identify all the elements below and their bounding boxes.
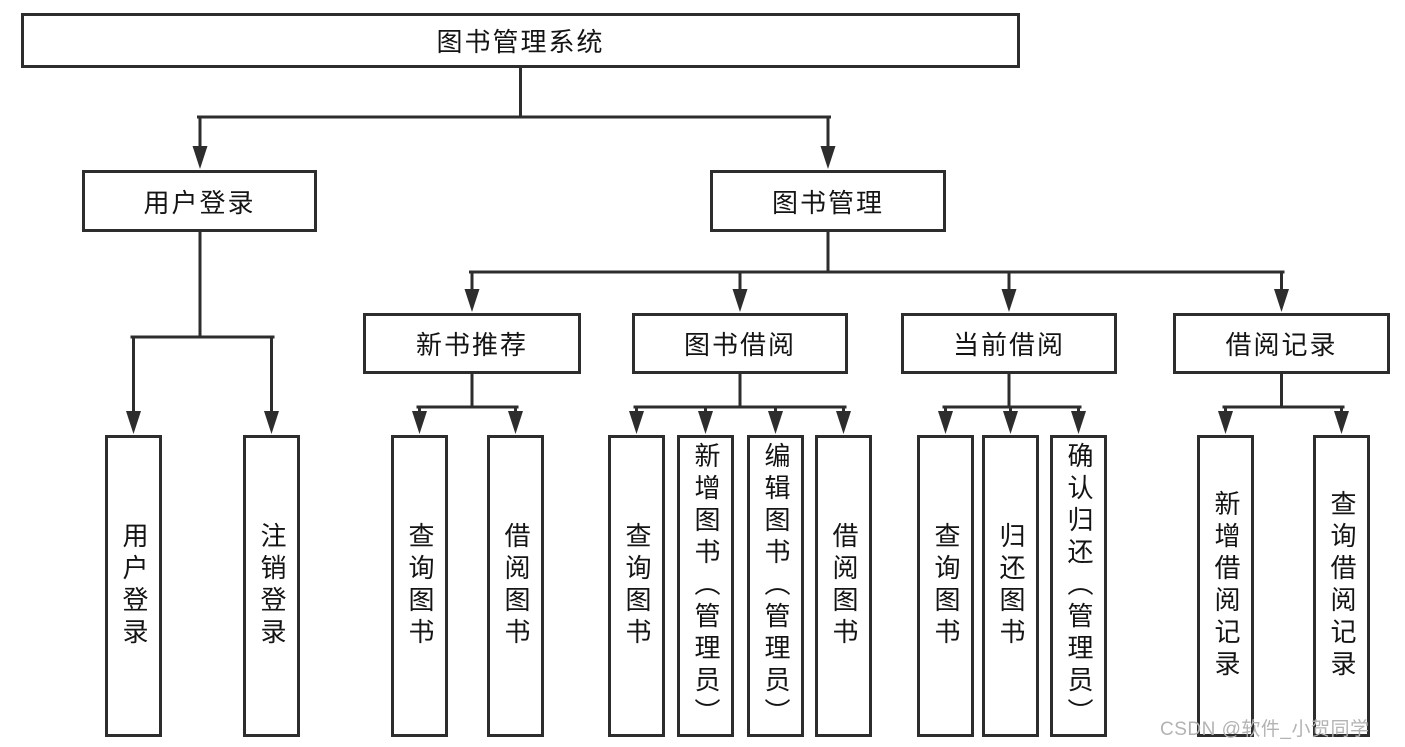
node-book-management: 图书管理 <box>710 170 946 232</box>
leaf-query-books-recommend: 查询图书 <box>391 435 448 737</box>
csdn-watermark: CSDN @软件_小贺同学 <box>1160 719 1370 740</box>
leaf-user-login-label: 用户登录 <box>119 522 149 650</box>
node-root-label: 图书管理系统 <box>436 27 605 57</box>
node-user-login-label: 用户登录 <box>143 187 256 218</box>
leaf-borrow-books-label: 借阅图书 <box>829 522 859 650</box>
leaf-return-books-label: 归还图书 <box>996 522 1026 650</box>
leaf-query-books-recommend-label: 查询图书 <box>405 522 435 650</box>
leaf-borrow-books-recommend-label: 借阅图书 <box>501 522 531 650</box>
node-current-borrow: 当前借阅 <box>901 313 1117 374</box>
arrowheads <box>126 146 1349 434</box>
leaf-return-books: 归还图书 <box>982 435 1039 737</box>
leaf-logout-login: 注销登录 <box>243 435 300 737</box>
leaf-query-borrow-record-label: 查询借阅记录 <box>1327 490 1357 682</box>
leaf-add-books-admin: 新增图书（管理员） <box>677 435 734 737</box>
leaf-query-borrow-record: 查询借阅记录 <box>1313 435 1370 737</box>
node-book-management-label: 图书管理 <box>771 187 884 218</box>
leaf-user-login: 用户登录 <box>105 435 162 737</box>
node-borrow-records-label: 借阅记录 <box>1225 330 1338 360</box>
node-book-borrow-label: 图书借阅 <box>683 330 796 360</box>
leaf-edit-books-admin: 编辑图书（管理员） <box>747 435 804 737</box>
leaf-query-books-borrow-label: 查询图书 <box>622 522 652 650</box>
leaf-logout-login-label: 注销登录 <box>257 522 287 650</box>
leaf-edit-books-admin-label: 编辑图书（管理员） <box>761 442 791 730</box>
node-borrow-records: 借阅记录 <box>1173 313 1390 374</box>
node-current-borrow-label: 当前借阅 <box>952 330 1065 360</box>
leaf-add-books-admin-label: 新增图书（管理员） <box>691 442 721 730</box>
leaf-query-books-current-label: 查询图书 <box>931 522 961 650</box>
leaf-query-books-current: 查询图书 <box>917 435 974 737</box>
leaf-add-borrow-record: 新增借阅记录 <box>1197 435 1254 737</box>
leaf-borrow-books-recommend: 借阅图书 <box>487 435 544 737</box>
leaf-add-borrow-record-label: 新增借阅记录 <box>1211 490 1241 682</box>
leaf-borrow-books: 借阅图书 <box>815 435 872 737</box>
node-new-book-recommend-label: 新书推荐 <box>415 330 528 360</box>
leaf-confirm-return-admin: 确认归还（管理员） <box>1050 435 1107 737</box>
leaf-confirm-return-admin-label: 确认归还（管理员） <box>1064 442 1094 730</box>
node-user-login: 用户登录 <box>82 170 317 232</box>
node-root: 图书管理系统 <box>21 13 1020 68</box>
node-new-book-recommend: 新书推荐 <box>363 313 581 374</box>
leaf-query-books-borrow: 查询图书 <box>608 435 665 737</box>
node-book-borrow: 图书借阅 <box>632 313 848 374</box>
